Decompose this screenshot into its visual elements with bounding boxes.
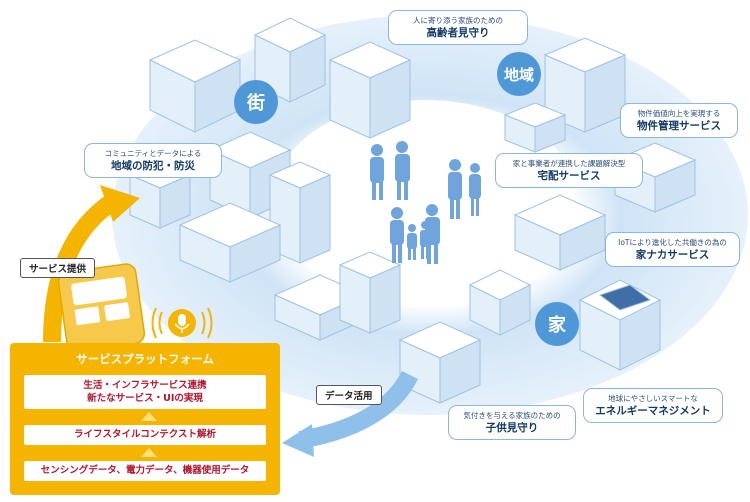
home-buildings [398,194,662,404]
callout-main: 宅配サービス [537,170,601,182]
platform-box-analysis-text: ライフスタイルコンテクスト解析 [73,429,217,440]
callout-sub: 物件価値向上を実現する [637,109,721,118]
callout-elderly-watch: 人に寄り添う家族のための 高齢者見守り [388,10,528,45]
data-use-label: データ活用 [316,385,382,405]
callout-sub: 家と事業者が連携した課題解決型 [512,159,626,168]
service-arrow [43,192,121,343]
data-arrow-head [282,424,314,457]
callout-sub: 地球にやさしいスマートな [608,394,698,403]
people-icon [370,141,481,264]
callout-main: 子供見守り [485,422,539,434]
callout-community-safety: コミュニティとデータによる 地域の防犯・防災 [84,143,222,178]
platform-title: サービスプラットフォーム [76,352,214,366]
callout-sub: 気付きを与える家族のための [463,411,561,420]
callout-sub: IoTにより進化した共働きの為の [618,238,727,247]
platform-box-analysis: ライフスタイルコンテクスト解析 [24,425,266,445]
platform-up-arrow [141,412,157,421]
region-label: 地域 [497,52,541,96]
callout-child-watch: 気付きを与える家族のための 子供見守り [448,405,576,440]
callout-property-management: 物件価値向上を実現する 物件管理サービス [620,103,738,138]
service-platform: サービスプラットフォーム 生活・インフラサービス連携 新たなサービス・UIの実現… [10,343,280,495]
smartphone-icon [57,263,146,353]
callout-main: 家ナカサービス [635,249,710,261]
town-label: 街 [234,80,278,124]
inner-ring [275,100,575,290]
callout-sub: コミュニティとデータによる [104,149,202,158]
platform-box-data: センシングデータ、電力データ、機器使用データ [24,461,266,481]
callout-delivery-service: 家と事業者が連携した課題解決型 宅配サービス [495,153,643,188]
callout-main: 地域の防犯・防災 [111,160,195,172]
platform-up-arrow [141,448,157,457]
service-provision-label: サービス提供 [20,258,96,278]
data-arrow [298,370,419,449]
callout-energy-management: 地球にやさしいスマートな エネルギーマネジメント [583,388,723,423]
service-arrow-head [100,185,140,222]
microphone-icon [151,307,213,339]
callout-main: エネルギーマネジメント [595,405,711,417]
callout-main: 物件管理サービス [637,120,721,132]
town-buildings [128,17,412,341]
callout-main: 高齢者見守り [426,27,490,39]
home-label: 家 [535,302,579,346]
callout-housework-service: IoTにより進化した共働きの為の 家ナカサービス [605,232,740,267]
callout-sub: 人に寄り添う家族のための [413,16,503,25]
region-buildings [503,37,697,213]
platform-box-services-line2: 新たなサービス・UIの実現 [87,393,203,404]
platform-box-services-line1: 生活・インフラサービス連携 [83,380,207,391]
platform-box-services: 生活・インフラサービス連携 新たなサービス・UIの実現 [24,375,266,409]
platform-box-data-text: センシングデータ、電力データ、機器使用データ [40,465,250,476]
